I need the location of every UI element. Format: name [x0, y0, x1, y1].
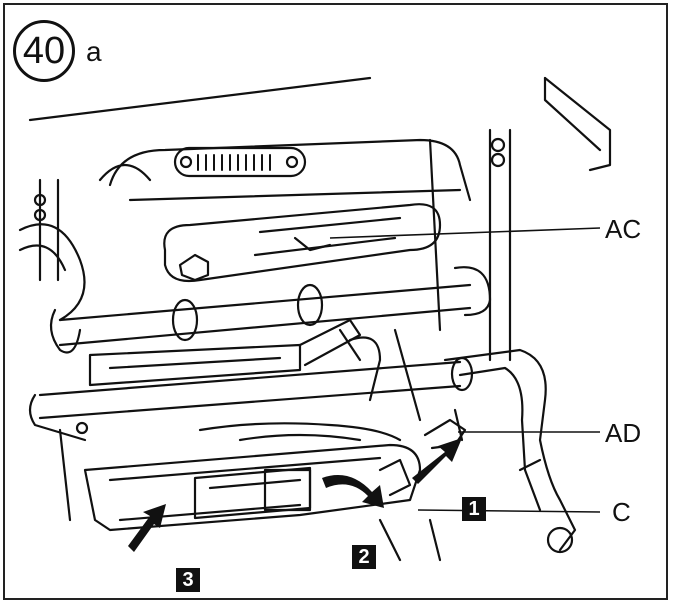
step-badge-2: 2 [352, 545, 376, 569]
slot-plate [173, 146, 307, 178]
lower-rod [38, 360, 462, 397]
leader-c [417, 509, 601, 513]
step-badge-3: 3 [176, 568, 200, 592]
arrow-step-2 [322, 475, 384, 508]
lower-tray [83, 443, 422, 532]
figure-number: 40 [22, 29, 66, 72]
guide-rod [58, 283, 472, 322]
arrow-step-1 [412, 438, 462, 484]
arrow-step-3 [128, 504, 166, 552]
step-2-label: 2 [358, 545, 370, 568]
callout-ad: AD [605, 418, 642, 448]
wrench [163, 203, 442, 283]
step-1-label: 1 [468, 497, 480, 520]
figure-frame [3, 3, 668, 600]
step-badge-1: 1 [462, 497, 486, 521]
table-edge [28, 76, 372, 122]
figure-sub-label: a [86, 36, 102, 67]
figure-number-badge: 40 [13, 20, 75, 82]
callout-ac: AC [605, 214, 642, 244]
callout-c: C [612, 497, 631, 527]
leader-ac [329, 227, 601, 239]
step-3-label: 3 [182, 568, 194, 591]
right-bracket [443, 348, 577, 552]
fence-rail [88, 343, 302, 387]
